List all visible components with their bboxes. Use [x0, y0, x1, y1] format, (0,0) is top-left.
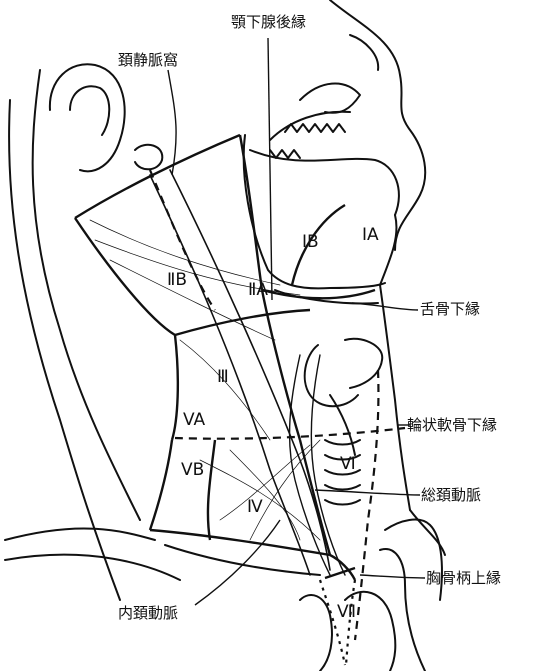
level-iib-label: ⅡB	[167, 270, 187, 290]
level-vi-anterior-dashed-line	[355, 370, 378, 640]
level-vii-dashed-line-left	[320, 580, 345, 665]
level-ib-label: ⅠB	[302, 232, 319, 252]
level-iii-label: Ⅲ	[217, 367, 229, 387]
level-iia-label: ⅡA	[248, 280, 268, 300]
callout-submandibular-posterior-border: 顎下腺後縁	[231, 13, 306, 31]
callout-cricoid-lower-border: 輪状軟骨下縁	[407, 416, 497, 434]
submandibular-posterior-border-leader	[268, 38, 272, 300]
callout-common-carotid-artery: 総頚動脈	[421, 486, 481, 504]
level-boundaries	[75, 135, 375, 580]
level-vi-label: Ⅵ	[340, 454, 356, 474]
manubrium-leader	[360, 575, 425, 578]
callout-labels: 顎下腺後縁 頚静脈窩 舌骨下縁 輪状軟骨下縁 総頚動脈 胸骨柄上縁 内頚動脈	[118, 13, 501, 622]
leader-lines	[168, 38, 425, 605]
level-vii-dashed-line-right	[346, 580, 355, 665]
internal-carotid-leader	[195, 520, 280, 605]
hyoid-lower-border-leader	[352, 303, 418, 310]
head-neck-outline	[5, 0, 445, 671]
callout-internal-carotid-artery: 内頚動脈	[118, 604, 178, 622]
level-vb-label: VB	[181, 460, 204, 480]
level-ia-label: ⅠA	[362, 225, 379, 245]
level-iv-label: Ⅳ	[247, 497, 263, 517]
level-vii-label: Ⅶ	[337, 602, 356, 622]
callout-hyoid-lower-border: 舌骨下縁	[420, 300, 480, 318]
level-va-label: VA	[183, 410, 206, 430]
common-carotid-leader	[315, 490, 420, 495]
level-labels: ⅠA ⅠB ⅡA ⅡB Ⅲ VA VB Ⅳ Ⅵ Ⅶ	[167, 225, 379, 622]
callout-jugular-fossa: 頚静脈窩	[118, 51, 178, 69]
callout-manubrium-upper-border: 胸骨柄上縁	[426, 569, 501, 587]
jugular-fossa-leader	[168, 70, 176, 175]
